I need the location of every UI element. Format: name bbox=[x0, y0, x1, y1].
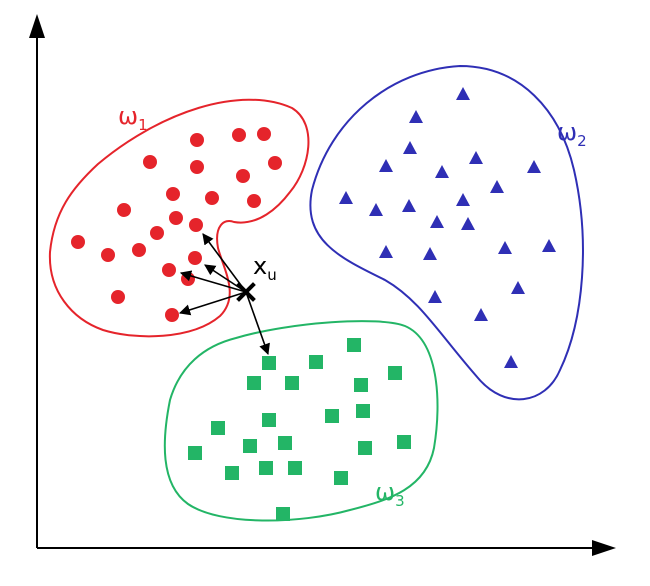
class-1-label: ω1 bbox=[118, 102, 148, 134]
class-2-point bbox=[490, 180, 504, 193]
class-1-point bbox=[117, 203, 131, 217]
query-label: xu bbox=[253, 252, 277, 284]
class-2-point bbox=[339, 191, 353, 204]
class-1-point bbox=[205, 191, 219, 205]
class-3-point bbox=[397, 435, 411, 449]
class-3-point bbox=[243, 439, 257, 453]
class-2-point bbox=[511, 281, 525, 294]
class-3-point bbox=[211, 421, 225, 435]
class-2-point bbox=[542, 239, 556, 252]
class-3-label-sub: 3 bbox=[395, 492, 405, 510]
class-2-label-base: ω bbox=[557, 118, 577, 146]
class-1-point bbox=[189, 218, 203, 232]
class-2-point bbox=[456, 87, 470, 100]
class-1-point bbox=[190, 160, 204, 174]
class-1-region bbox=[48, 98, 310, 338]
class-1-point bbox=[169, 211, 183, 225]
class-3-point bbox=[262, 356, 276, 370]
axes bbox=[29, 14, 616, 556]
class-2-point bbox=[469, 151, 483, 164]
class-1-point bbox=[143, 155, 157, 169]
class-2-point bbox=[527, 160, 541, 173]
class-1-point bbox=[268, 156, 282, 170]
class-3-point bbox=[247, 376, 261, 390]
neighbor-arrow bbox=[245, 291, 270, 356]
neighbor-arrow bbox=[202, 233, 247, 293]
query-label-sub: u bbox=[267, 266, 277, 284]
class-3-points bbox=[188, 338, 411, 521]
class-2-label: ω2 bbox=[557, 118, 587, 150]
class-2-point bbox=[504, 355, 518, 368]
class-1-point bbox=[150, 226, 164, 240]
class-2-region bbox=[309, 64, 584, 401]
class-3-label-base: ω bbox=[375, 478, 395, 506]
query-point-x-cross-icon bbox=[236, 282, 256, 302]
class-3-point bbox=[356, 404, 370, 418]
class-3-point bbox=[309, 355, 323, 369]
class-1-point bbox=[166, 187, 180, 201]
class-3-point bbox=[334, 471, 348, 485]
class-3-point bbox=[325, 409, 339, 423]
class-1-point bbox=[132, 243, 146, 257]
class-1-point bbox=[111, 290, 125, 304]
class-2-point bbox=[435, 165, 449, 178]
class-2-point bbox=[498, 241, 512, 254]
class-2-points bbox=[339, 87, 556, 368]
class-3-point bbox=[262, 413, 276, 427]
class-3-point bbox=[358, 441, 372, 455]
class-2-label-sub: 2 bbox=[577, 132, 587, 150]
class-3-point bbox=[188, 446, 202, 460]
class-2-point bbox=[369, 203, 383, 216]
class-1-point bbox=[101, 248, 115, 262]
class-1-point bbox=[232, 128, 246, 142]
class-3-point bbox=[354, 378, 368, 392]
class-2-point bbox=[428, 290, 442, 303]
class-1-points bbox=[71, 127, 282, 322]
query-label-base: x bbox=[253, 252, 267, 280]
class-2-point bbox=[423, 247, 437, 260]
class-2-point bbox=[474, 308, 488, 321]
class-1-point bbox=[236, 169, 250, 183]
class-1-point bbox=[257, 127, 271, 141]
class-3-label: ω3 bbox=[375, 478, 405, 510]
class-2-point bbox=[403, 141, 417, 154]
query-cross-stroke bbox=[236, 282, 256, 302]
class-3-point bbox=[388, 366, 402, 380]
class-1-point bbox=[165, 308, 179, 322]
class-2-point bbox=[379, 245, 393, 258]
neighbor-arrows bbox=[178, 233, 270, 356]
class-1-label-base: ω bbox=[118, 102, 138, 130]
y-axis-arrowhead bbox=[29, 14, 45, 38]
class-2-point bbox=[461, 217, 475, 230]
class-3-point bbox=[285, 376, 299, 390]
class-1-point bbox=[188, 251, 202, 265]
class-2-point bbox=[430, 215, 444, 228]
class-2-point bbox=[379, 159, 393, 172]
neighbor-arrow bbox=[178, 291, 247, 316]
class-3-point bbox=[259, 461, 273, 475]
class-1-point bbox=[190, 133, 204, 147]
class-3-region bbox=[163, 320, 439, 522]
class-3-point bbox=[225, 466, 239, 480]
class-2-point bbox=[456, 193, 470, 206]
class-3-point bbox=[347, 338, 361, 352]
class-1-point bbox=[71, 235, 85, 249]
class-3-point bbox=[276, 507, 290, 521]
x-axis-arrowhead bbox=[592, 540, 616, 556]
class-3-point bbox=[288, 461, 302, 475]
neighbor-arrow bbox=[179, 270, 247, 293]
class-3-point bbox=[278, 436, 292, 450]
class-1-label-sub: 1 bbox=[138, 116, 148, 134]
class-1-point bbox=[247, 194, 261, 208]
class-2-point bbox=[402, 199, 416, 212]
class-1-point bbox=[162, 263, 176, 277]
class-2-point bbox=[409, 110, 423, 123]
